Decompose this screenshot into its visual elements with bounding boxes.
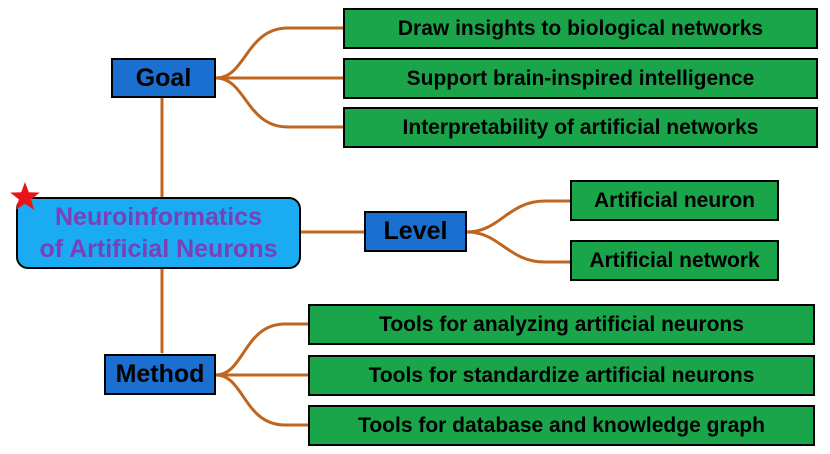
root-node: Neuroinformatics of Artificial Neurons	[16, 197, 301, 269]
method-branch-3	[214, 373, 310, 427]
method-item-analyzing-tools: Tools for analyzing artificial neurons	[308, 304, 815, 345]
star-icon	[10, 182, 40, 210]
level-branch-1	[465, 199, 572, 234]
method-branch-1	[214, 322, 310, 377]
method-item-standardize-tools: Tools for standardize artificial neurons	[308, 355, 815, 396]
level-item-artificial-neuron: Artificial neuron	[570, 180, 779, 221]
method-item-database-tools: Tools for database and knowledge graph	[308, 405, 815, 446]
goal-branch-1	[214, 26, 345, 80]
root-title-line-2: of Artificial Neurons	[39, 235, 278, 263]
root-title-line-1: Neuroinformatics	[55, 203, 262, 231]
goal-node: Goal	[111, 58, 216, 98]
goal-item-brain-inspired: Support brain-inspired intelligence	[343, 58, 818, 99]
goal-branch-3	[214, 76, 345, 129]
level-branch-2	[465, 230, 572, 264]
goal-item-biological-insights: Draw insights to biological networks	[343, 8, 818, 49]
level-node: Level	[364, 211, 467, 252]
level-item-artificial-network: Artificial network	[570, 240, 779, 281]
goal-item-interpretability: Interpretability of artificial networks	[343, 107, 818, 148]
method-node: Method	[104, 354, 216, 395]
